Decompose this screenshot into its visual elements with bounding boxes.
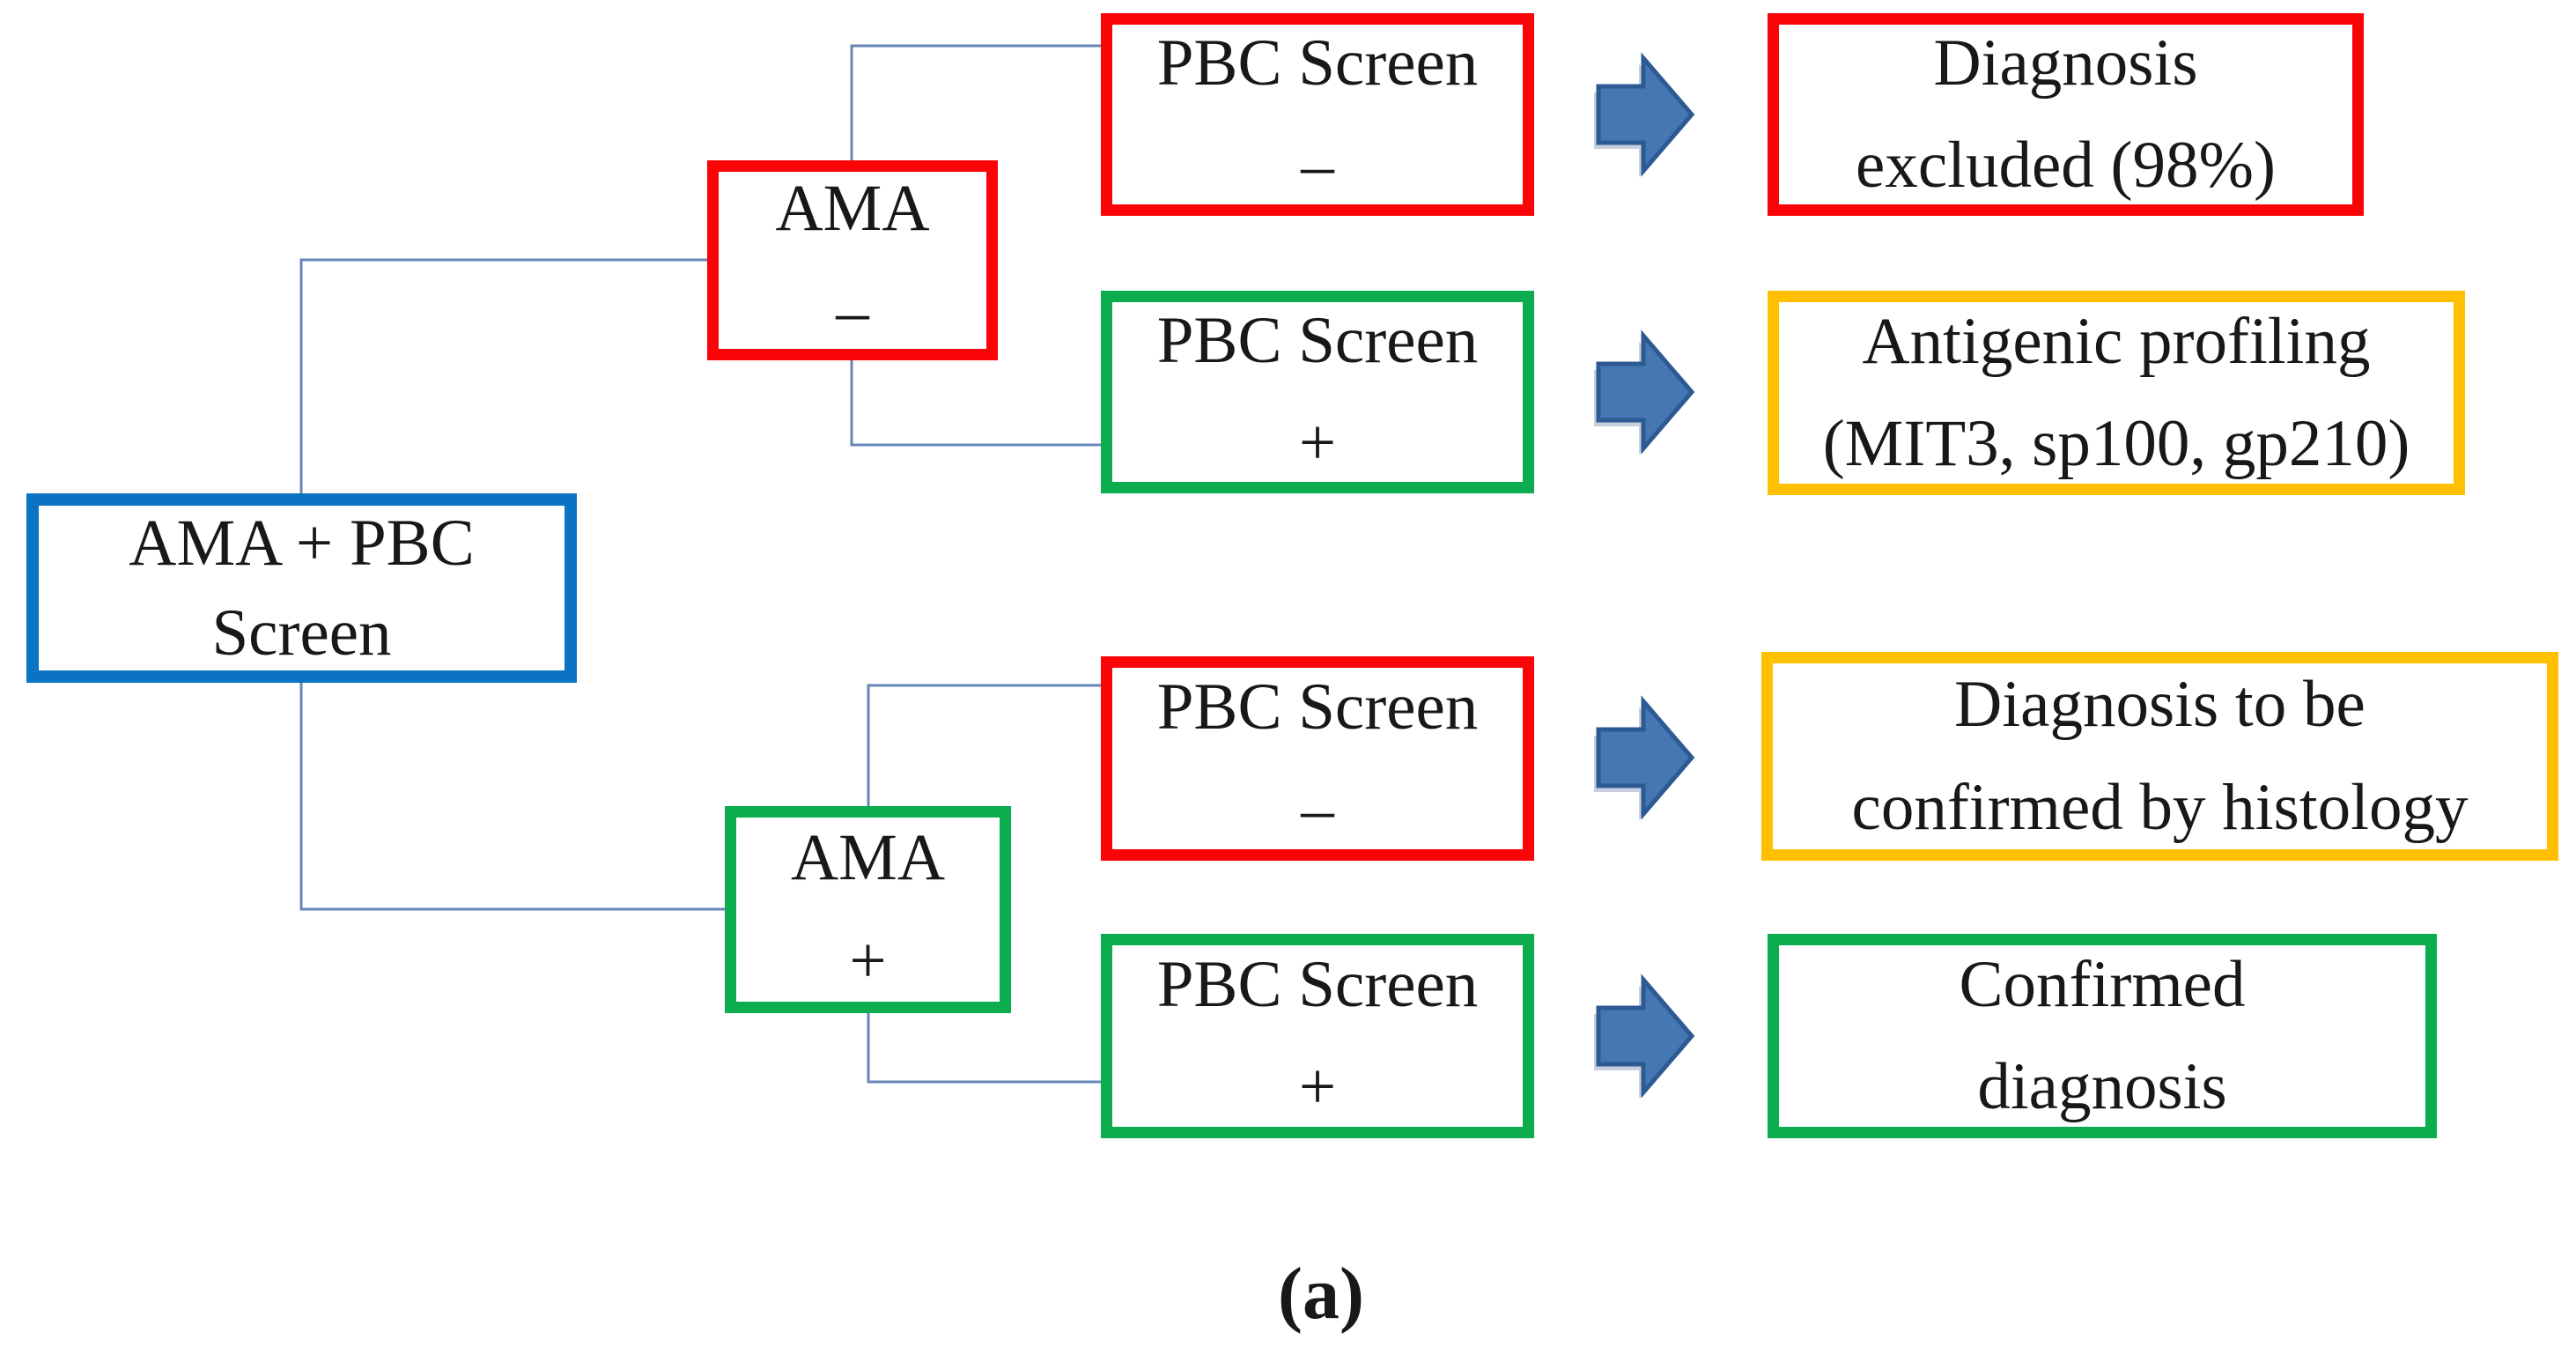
node-result-sign: – (836, 274, 869, 348)
arrow-right-icon (1596, 52, 1695, 177)
figure-caption: (a) (1278, 1253, 1364, 1335)
node-label-line: AMA + PBC (129, 507, 475, 581)
node-label-line: confirmed by histology (1851, 770, 2469, 844)
node-label-line: Confirmed (1959, 947, 2246, 1021)
elbow-connectors (299, 44, 1103, 1084)
node-label-line: Antigenic profiling (1862, 304, 2371, 378)
node-ama-positive: AMA + (725, 806, 1011, 1013)
node-pbc-screen-negative-upper: PBC Screen – (1101, 13, 1534, 216)
connector-root-to-ama-positive (299, 683, 725, 911)
node-result-sign: – (1301, 773, 1334, 846)
node-label-line: PBC Screen (1156, 26, 1479, 100)
node-pbc-screen-positive-lower: PBC Screen + (1101, 934, 1534, 1138)
node-label-line: Diagnosis to be (1954, 668, 2366, 742)
node-result-sign: + (1298, 406, 1337, 479)
node-outcome-antigenic-profiling: Antigenic profiling (MIT3, sp100, gp210) (1768, 291, 2465, 495)
node-label-line: diagnosis (1977, 1050, 2227, 1123)
node-label-line: Screen (211, 596, 392, 670)
node-result-sign: + (1298, 1050, 1337, 1123)
node-outcome-diagnosis-excluded: Diagnosis excluded (98%) (1768, 13, 2364, 216)
arrow-shadows (1594, 64, 1687, 1099)
arrow-right-icon (1596, 329, 1695, 455)
arrow-right-icon (1596, 695, 1695, 820)
node-result-sign: – (1301, 129, 1334, 202)
arrow-icons (1594, 52, 1695, 1099)
node-outcome-confirmed-diagnosis: Confirmed diagnosis (1768, 934, 2437, 1138)
connector-ama-positive-to-pbc-positive (867, 1013, 1103, 1084)
node-pbc-screen-negative-lower: PBC Screen – (1101, 656, 1534, 861)
node-ama-plus-pbc-screen: AMA + PBC Screen (26, 493, 577, 683)
node-label-line: AMA (790, 821, 945, 895)
connector-ama-negative-to-pbc-negative (850, 44, 1103, 160)
arrow-right-icon (1596, 973, 1695, 1099)
connector-root-to-ama-negative (299, 258, 707, 493)
node-label-line: PBC Screen (1156, 947, 1479, 1021)
node-label-line: PBC Screen (1156, 670, 1479, 744)
node-result-sign: + (849, 923, 887, 997)
node-label-line: excluded (98%) (1856, 129, 2276, 202)
connector-ama-positive-to-pbc-negative (867, 684, 1103, 806)
node-outcome-confirm-by-histology: Diagnosis to be confirmed by histology (1761, 652, 2558, 861)
node-label-line: Diagnosis (1933, 26, 2198, 100)
connector-ama-negative-to-pbc-positive (850, 360, 1103, 447)
node-label-line: (MIT3, sp100, gp210) (1822, 407, 2410, 480)
node-label-line: PBC Screen (1156, 303, 1479, 377)
node-ama-negative: AMA – (707, 160, 998, 360)
node-label-line: AMA (775, 172, 930, 246)
node-pbc-screen-positive-upper: PBC Screen + (1101, 291, 1534, 493)
